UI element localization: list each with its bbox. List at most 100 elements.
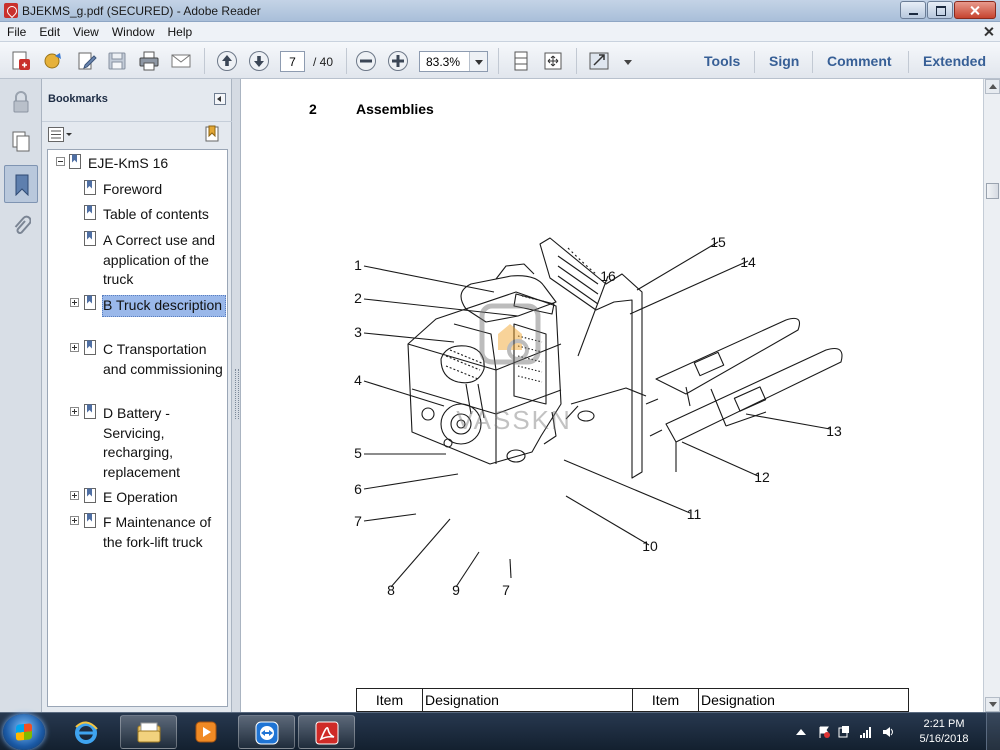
new-bookmark-icon[interactable] bbox=[202, 125, 222, 143]
menu-file[interactable]: File bbox=[7, 24, 27, 39]
adobe-reader-icon bbox=[4, 3, 18, 18]
start-button[interactable] bbox=[3, 714, 45, 750]
bookmark-label: C Transportation and commissioning bbox=[103, 341, 223, 377]
page-number-input[interactable] bbox=[280, 51, 305, 72]
expand-toggle-icon[interactable] bbox=[70, 516, 79, 525]
minimize-button[interactable] bbox=[900, 1, 926, 19]
window-controls bbox=[900, 1, 996, 19]
expand-toggle-icon[interactable] bbox=[70, 343, 79, 352]
scroll-up-arrow-icon[interactable] bbox=[985, 79, 1000, 94]
create-pdf-icon[interactable] bbox=[10, 50, 32, 72]
title-bar: BJEKMS_g.pdf (SECURED) - Adobe Reader bbox=[0, 0, 1000, 22]
zoom-value: 83.3% bbox=[426, 55, 461, 69]
menu-edit[interactable]: Edit bbox=[39, 24, 61, 39]
menu-window[interactable]: Window bbox=[111, 24, 155, 39]
volume-speaker-icon[interactable] bbox=[882, 726, 894, 738]
teamviewer-taskbar-icon[interactable] bbox=[238, 715, 295, 749]
menu-help[interactable]: Help bbox=[167, 24, 193, 39]
bookmark-icon bbox=[84, 295, 97, 310]
bookmarks-header: Bookmarks bbox=[42, 89, 232, 111]
bookmark-label: E Operation bbox=[103, 489, 178, 505]
more-tools-chevron-icon[interactable] bbox=[624, 60, 632, 65]
truck-assembly-illustration: 1 2 3 4 5 6 7 7 8 9 10 11 12 13 14 15 16 bbox=[354, 234, 843, 598]
file-explorer-taskbar-icon[interactable] bbox=[120, 715, 177, 749]
maximize-button[interactable] bbox=[927, 1, 953, 19]
table-header-item: Item bbox=[633, 689, 699, 711]
show-hidden-icons-arrow-icon[interactable] bbox=[796, 729, 806, 735]
document-viewport[interactable]: 2 Assemblies bbox=[241, 79, 983, 712]
collapse-panel-button[interactable] bbox=[214, 93, 226, 105]
scroll-thumb[interactable] bbox=[986, 183, 999, 199]
edit-pdf-icon[interactable] bbox=[76, 50, 98, 72]
email-icon[interactable] bbox=[170, 50, 192, 72]
sign-pane-link[interactable]: Sign bbox=[769, 53, 800, 69]
callout-label: 16 bbox=[600, 268, 616, 284]
vertical-scrollbar[interactable] bbox=[983, 79, 1000, 712]
clock-date: 5/16/2018 bbox=[919, 733, 969, 745]
internet-explorer-taskbar-icon[interactable] bbox=[58, 715, 115, 749]
navigation-rail bbox=[0, 79, 42, 712]
scroll-down-arrow-icon[interactable] bbox=[985, 697, 1000, 712]
section-title: Assemblies bbox=[356, 101, 434, 117]
page-thumbnails-icon[interactable] bbox=[4, 123, 38, 161]
watermark-logo: VASSKN bbox=[456, 303, 572, 435]
bookmark-label: A Correct use and application of the tru… bbox=[103, 232, 216, 287]
bookmarks-panel-icon[interactable] bbox=[4, 165, 38, 203]
bookmark-icon bbox=[84, 205, 97, 220]
adobe-reader-taskbar-icon[interactable] bbox=[298, 715, 355, 749]
bookmark-icon bbox=[84, 180, 97, 195]
full-screen-icon[interactable] bbox=[588, 50, 610, 72]
callout-label: 7 bbox=[502, 582, 510, 598]
expand-toggle-icon[interactable] bbox=[70, 407, 79, 416]
attachments-paperclip-icon[interactable] bbox=[4, 207, 38, 245]
zoom-in-icon[interactable] bbox=[387, 50, 409, 72]
table-header-item: Item bbox=[357, 689, 423, 711]
callout-label: 7 bbox=[354, 513, 362, 529]
page-total: / 40 bbox=[313, 55, 334, 69]
callout-label: 2 bbox=[354, 290, 362, 306]
save-icon[interactable] bbox=[106, 50, 128, 72]
chevron-down-icon[interactable] bbox=[469, 52, 487, 71]
print-icon[interactable] bbox=[138, 50, 160, 72]
open-file-icon[interactable] bbox=[42, 50, 64, 72]
network-signal-icon[interactable] bbox=[860, 726, 872, 738]
close-document-icon[interactable] bbox=[983, 26, 994, 37]
menu-view[interactable]: View bbox=[73, 24, 99, 39]
security-lock-icon[interactable] bbox=[4, 83, 38, 121]
callout-label: 5 bbox=[354, 445, 362, 461]
callout-label: 6 bbox=[354, 481, 362, 497]
system-clock[interactable]: 2:21 PM 5/16/2018 bbox=[912, 717, 976, 747]
close-button[interactable] bbox=[954, 1, 996, 19]
bookmark-label: EJE-KmS 16 bbox=[88, 155, 169, 171]
section-number: 2 bbox=[309, 101, 317, 117]
expand-toggle-icon[interactable] bbox=[70, 491, 79, 500]
bookmark-tree: EJE-KmS 16 Foreword Table of contents A … bbox=[47, 149, 228, 707]
bookmark-icon bbox=[84, 231, 97, 246]
action-center-flag-icon[interactable] bbox=[818, 726, 830, 738]
fit-width-icon[interactable] bbox=[542, 50, 564, 72]
bookmark-icon bbox=[84, 488, 97, 503]
watermark-text: VASSKN bbox=[456, 405, 572, 435]
bookmark-options-icon[interactable] bbox=[48, 127, 73, 142]
tools-pane-link[interactable]: Tools bbox=[704, 53, 741, 69]
bookmark-label-selected: B Truck description bbox=[102, 295, 226, 317]
panel-splitter[interactable] bbox=[232, 79, 241, 712]
callout-label: 13 bbox=[826, 423, 842, 439]
show-desktop-button[interactable] bbox=[986, 713, 1000, 750]
fit-page-icon[interactable] bbox=[510, 50, 532, 72]
expand-toggle-icon[interactable] bbox=[70, 298, 79, 307]
bookmarks-title: Bookmarks bbox=[48, 93, 108, 105]
collapse-toggle-icon[interactable] bbox=[56, 157, 65, 166]
bookmarks-panel: Bookmarks EJE-KmS 16 Foreword Table of c… bbox=[42, 79, 232, 712]
system-tray bbox=[790, 713, 1000, 750]
next-page-icon[interactable] bbox=[248, 50, 270, 72]
extended-pane-link[interactable]: Extended bbox=[923, 53, 987, 69]
bookmark-icon bbox=[84, 340, 97, 355]
zoom-out-icon[interactable] bbox=[355, 50, 377, 72]
media-player-taskbar-icon[interactable] bbox=[178, 715, 235, 749]
bookmark-label: D Battery - Servicing, recharging, repla… bbox=[103, 405, 181, 480]
comment-pane-link[interactable]: Comment bbox=[827, 53, 892, 69]
device-icon[interactable] bbox=[838, 726, 850, 738]
previous-page-icon[interactable] bbox=[216, 50, 238, 72]
zoom-select[interactable]: 83.3% bbox=[419, 51, 488, 72]
